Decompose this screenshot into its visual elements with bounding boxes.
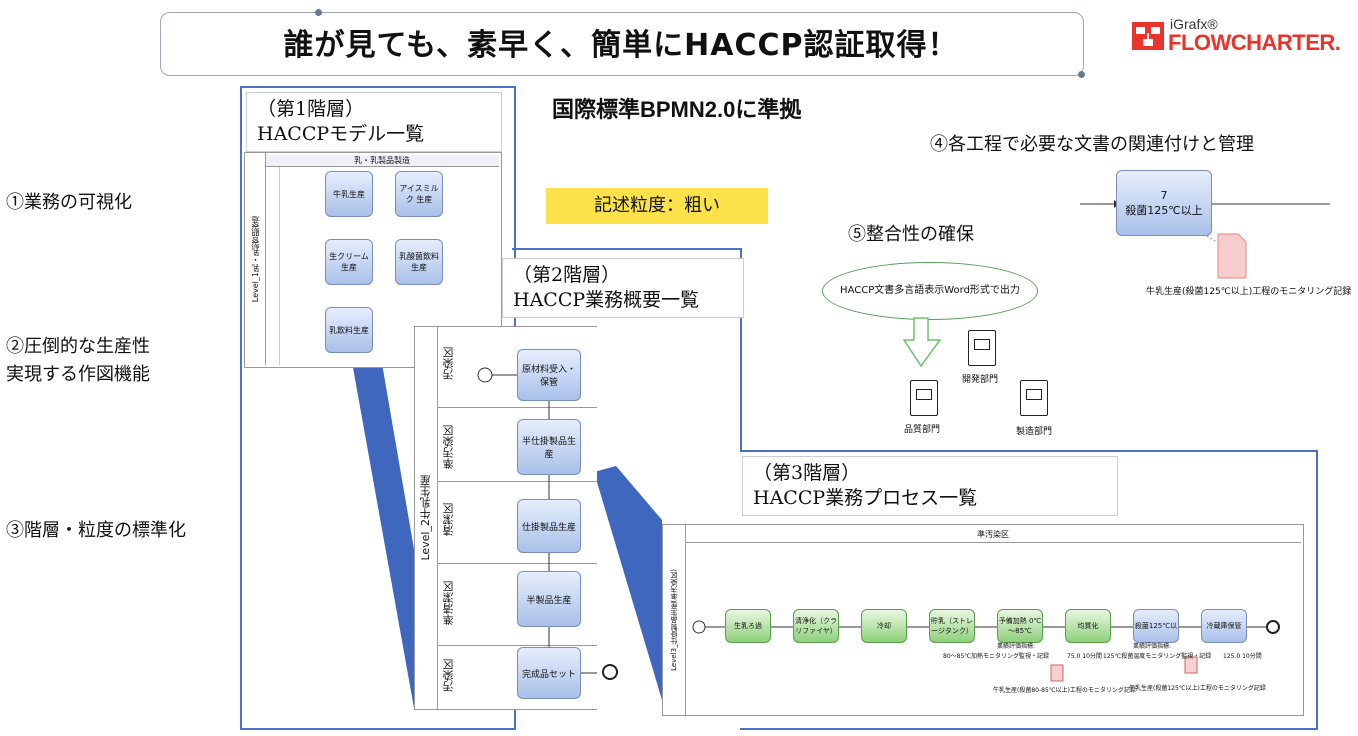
detail-doc-label: 牛乳生産(殺菌125℃以上)工程のモニタリング記録 [1146,287,1352,297]
level1-frame-step [740,248,742,450]
down-arrow-icon [902,317,942,368]
level3-task-6[interactable]: 均質化 [1065,609,1111,643]
granularity-badge: 記述粒度：粗い [546,188,768,224]
level1-task[interactable]: 乳飲料生産 [325,307,373,353]
level3-pool-header: 準汚染区 [685,529,1301,543]
level3-frame [740,450,1318,730]
level1-lane-label: Level_1乳・乳製品製造 [250,215,260,303]
level3-doc-label: 牛乳生産(殺菌80-85℃以上)工程のモニタリング記録 [993,687,1136,694]
logo-flowcharter: FLOWCHARTER. [1168,30,1341,55]
title-dot [315,9,322,16]
feature-productivity: ②圧倒的な生産性 [6,336,150,357]
doc-detail-diagram [1080,200,1330,279]
level1-task[interactable]: 乳酸菌飲料生産 [395,239,443,285]
level3-task-7[interactable]: 殺菌125℃以 [1133,609,1179,643]
dept-label: 製造部門 [1016,427,1053,437]
level3-diagram: 準汚染区 Level3_仕掛製品生産(準汚染区) 生乳ろ過 清浄化（クラリファイ… [662,524,1304,716]
level1-title: （第1階層） HACCPモデル一覧 [246,92,502,152]
dept-label: 開発部門 [962,375,999,385]
level2-task[interactable]: 半製品生産 [517,571,581,627]
level1-task[interactable]: 生クリーム 生産 [325,239,373,285]
level3-flow [692,620,1280,682]
page-title: 誰が見ても、素早く、簡単にHACCP認証取得！ [283,28,959,63]
detail-task-label: 殺菌125℃以上 [1125,203,1203,217]
title-frame [160,12,1084,76]
level3-title-a: （第3階層） [753,462,861,484]
feature-consistency: ⑤整合性の確保 [848,224,974,245]
output-callout: HACCP文書多言語表示Word形式で出力 [822,262,1038,320]
flowcharter-logo-icon [1132,22,1164,50]
level2-task[interactable]: 仕掛製品生産 [517,499,581,553]
logo-igrafx: iGrafx® [1170,16,1218,32]
level1-diagram: 乳・乳製品製造 Level_1乳・乳製品製造 牛乳生産 アイスミルク 生産 生ク… [244,152,502,368]
level3-kpi-note: 業績評価指標: [997,643,1036,650]
level3-kpi-text: 125.0 10分間 [1223,653,1262,660]
level2-end-event [602,664,618,680]
level3-task-4[interactable]: 貯乳（ストレージタンク） [929,609,975,643]
level2-task[interactable]: 半仕掛製品生産 [517,419,581,475]
document-icon [968,330,996,366]
level3-task-8[interactable]: 冷蔵庫保管 [1201,609,1247,643]
level3-kpi-text: 125℃殺菌温度モニタリング監視・記録 [1103,653,1212,660]
level3-task-3[interactable]: 冷却 [861,609,907,643]
feature-doc-mgmt: ④各工程で必要な文書の関連付けと管理 [930,134,1254,155]
level2-diagram: Level_2牛乳生産 汚染区 準汚染区 清潔区 準清潔区 汚染区 原材料受入・… [414,326,597,710]
feature-standardize: ③階層・粒度の標準化 [6,520,186,541]
level1-pool-header: 乳・乳製品製造 [265,155,499,167]
level3-task-2[interactable]: 清浄化（クラリファイヤ） [793,609,839,643]
level1-frame-step [512,248,742,250]
title-dot [1078,71,1085,78]
level3-task-1[interactable]: 生乳ろ過 [725,609,771,643]
level3-title-b: HACCP業務プロセス一覧 [753,487,978,509]
document-icon [1020,380,1048,416]
level3-kpi-text: 75.0 10分間 [1067,653,1102,660]
level3-kpi-text: 80～85℃加熱モニタリング監視・記録 [943,653,1050,660]
level2-task[interactable]: 原材料受入・保管 [517,349,581,401]
level1-task[interactable]: アイスミルク 生産 [395,171,443,217]
document-icon [910,380,938,416]
level2-title-b: HACCP業務概要一覧 [513,289,700,311]
bpmn-title: 国際標準BPMN2.0に準拠 [552,97,802,122]
feature-visualize: ①業務の可視化 [6,192,132,213]
level1-title-b: HACCPモデル一覧 [257,123,425,145]
level1-title-a: （第1階層） [257,98,365,120]
level3-task-5[interactable]: 予備加熱 0℃～85℃ [997,609,1043,643]
detail-task[interactable]: 7 殺菌125℃以上 [1116,170,1212,236]
detail-task-no: 7 [1160,188,1168,202]
level3-doc-label: 牛乳生産(殺菌125℃以上)工程のモニタリング記録 [1129,685,1266,692]
level2-title-a: （第2階層） [513,264,621,286]
level1-task[interactable]: 牛乳生産 [325,171,373,217]
level3-title: （第3階層） HACCP業務プロセス一覧 [742,456,1118,516]
level3-kpi-note: 業績評価指標: [1133,643,1172,650]
dept-label: 品質部門 [904,425,941,435]
level2-flow-arrows [477,367,597,674]
level2-title: （第2階層） HACCP業務概要一覧 [502,258,744,318]
feature-drawing: 実現する作図機能 [6,364,150,385]
level2-task[interactable]: 完成品セット [517,647,581,699]
